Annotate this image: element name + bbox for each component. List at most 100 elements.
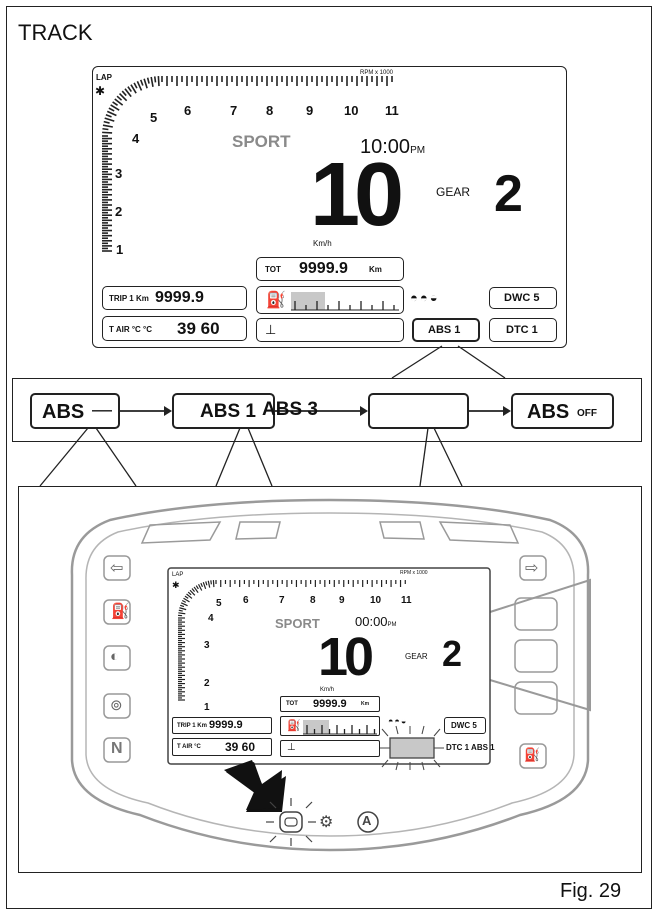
neutral-indicator-icon: N — [111, 740, 123, 757]
rpm-bar — [150, 76, 154, 87]
dwc-box: DWC 5 — [489, 287, 557, 309]
speed-unit: Km/h — [313, 239, 332, 248]
rpm-bar — [102, 131, 113, 134]
rpm-bar — [103, 120, 110, 124]
rpm-tick-label: 5 — [150, 110, 158, 125]
rpm-bar — [136, 80, 143, 91]
rpm-tick-label: 11 — [401, 595, 412, 606]
trip-box: TRIP 1 Km 9999.9 — [102, 286, 247, 310]
odometer-box: TOT 9999.9 Km — [280, 696, 380, 712]
oil-can-icon: ⛽ — [524, 747, 541, 762]
rpm-tick-label: 9 — [339, 595, 345, 606]
rpm-bar — [179, 607, 187, 611]
rpm-tick-label: 10 — [370, 595, 382, 606]
figure-heading: TRACK — [18, 20, 93, 45]
trip-box: TRIP 1 Km 9999.9 — [172, 717, 272, 734]
coolant-temp-icon: ⊥ — [265, 322, 277, 337]
clock-time: 00:00PM — [355, 614, 397, 629]
coolant-temp-icon: ⊥ — [287, 742, 296, 753]
rpm-tick-label: 5 — [216, 598, 222, 609]
rpm-tick-label: 6 — [243, 595, 249, 606]
figure-label: Fig. 29 — [560, 880, 622, 902]
speed-value: 10 — [318, 627, 374, 687]
rpm-bar — [102, 124, 113, 128]
rpm-tick-label: 10 — [344, 103, 359, 118]
rpm-tick-label: 3 — [115, 166, 123, 181]
bluetooth-icon: ✱ — [172, 580, 180, 590]
air-temp-box: T AIR °C 39 60 — [172, 738, 272, 756]
instrument-cluster-frame — [18, 486, 642, 873]
fuel-level-bar — [291, 292, 399, 311]
riding-mode: SPORT — [275, 616, 320, 631]
high-beam-icon: ◐ — [110, 648, 120, 665]
rpm-bar — [153, 76, 157, 83]
rpm-tick-label: 3 — [204, 640, 210, 651]
abs-step-3-blank — [368, 393, 469, 429]
rpm-bar — [116, 95, 123, 101]
rpm-tick-label: 1 — [116, 242, 124, 257]
rpm-bar — [210, 580, 212, 585]
fuel-pump-icon: ⛽ — [287, 720, 301, 732]
oil-pressure-icon: ⊚ — [110, 697, 123, 714]
rpm-bar-scale — [102, 76, 393, 252]
abs-warning-icon: A — [362, 813, 372, 828]
rpm-bar — [114, 98, 124, 106]
rpm-unit-label: RPM x 1000 — [400, 570, 428, 576]
dwc-box: DWC 5 — [444, 717, 486, 734]
rpm-bar — [191, 588, 196, 593]
rpm-tick-label: 9 — [306, 103, 314, 118]
rpm-bar — [193, 586, 199, 594]
rpm-bar — [178, 612, 186, 615]
speed-value: 10 — [310, 145, 404, 245]
rpm-tick-label: 4 — [208, 613, 214, 624]
clock-time: 10:00PM — [360, 136, 426, 158]
fuel-reserve-icon: ⛽ — [111, 603, 130, 620]
abs-step-2: ABS 1 — [172, 393, 275, 429]
rpm-bar — [179, 604, 185, 608]
rpm-bar — [110, 104, 120, 111]
rpm-bar — [119, 93, 128, 102]
coolant-box: ⊥ — [256, 318, 404, 342]
abs-step-1: ABS — — [30, 393, 120, 429]
rpm-tick-label: 7 — [279, 595, 285, 606]
right-arrow-indicator-icon: ⇨ — [525, 560, 539, 577]
rpm-bar — [200, 582, 204, 588]
rpm-tick-label: 8 — [310, 595, 316, 606]
rpm-bar — [157, 76, 160, 87]
dtc-box: DTC 1 — [489, 318, 557, 342]
lap-label: LAP — [96, 73, 112, 82]
rpm-bar — [102, 127, 109, 131]
odometer-box: TOT 9999.9 Km — [256, 257, 404, 281]
rpm-bar — [105, 113, 112, 118]
rpm-bar — [124, 88, 132, 98]
fuel-level-bar — [303, 720, 377, 735]
riding-mode: SPORT — [232, 132, 291, 151]
wheelie-indicator-icons: ◓◓◒ — [410, 290, 440, 305]
rpm-bar — [130, 84, 137, 94]
rpm-bar — [143, 78, 148, 89]
figure-frame — [6, 6, 652, 909]
rpm-tick-label: 11 — [385, 103, 399, 118]
lap-label: LAP — [172, 572, 184, 578]
rpm-bar — [139, 79, 144, 86]
rpm-tick-label: 4 — [132, 131, 140, 146]
gear-value: 2 — [442, 633, 463, 674]
rpm-bar — [133, 82, 138, 89]
rpm-tick-label: 2 — [115, 204, 123, 219]
rpm-bar — [202, 581, 207, 589]
rpm-tick-label: 7 — [230, 103, 238, 118]
engine-check-icon: ⚙ — [319, 814, 334, 831]
abs-step-overlay-text: ABS 3 — [262, 399, 318, 420]
rpm-bar — [189, 589, 196, 596]
rpm-bar — [181, 599, 187, 603]
rpm-tick-label: 1 — [204, 702, 210, 713]
abs-box: ABS 1 — [412, 318, 480, 342]
abs-step-4: ABS OFF — [511, 393, 614, 429]
dtc-abs-label: DTC 1 ABS 1 — [446, 743, 495, 752]
coolant-box: ⊥ — [280, 740, 380, 757]
gear-value: 2 — [494, 165, 523, 223]
gear-label: GEAR — [436, 185, 471, 199]
rpm-bar — [108, 107, 115, 112]
air-temp-box: T AIR °C °C 39 60 — [102, 316, 247, 341]
